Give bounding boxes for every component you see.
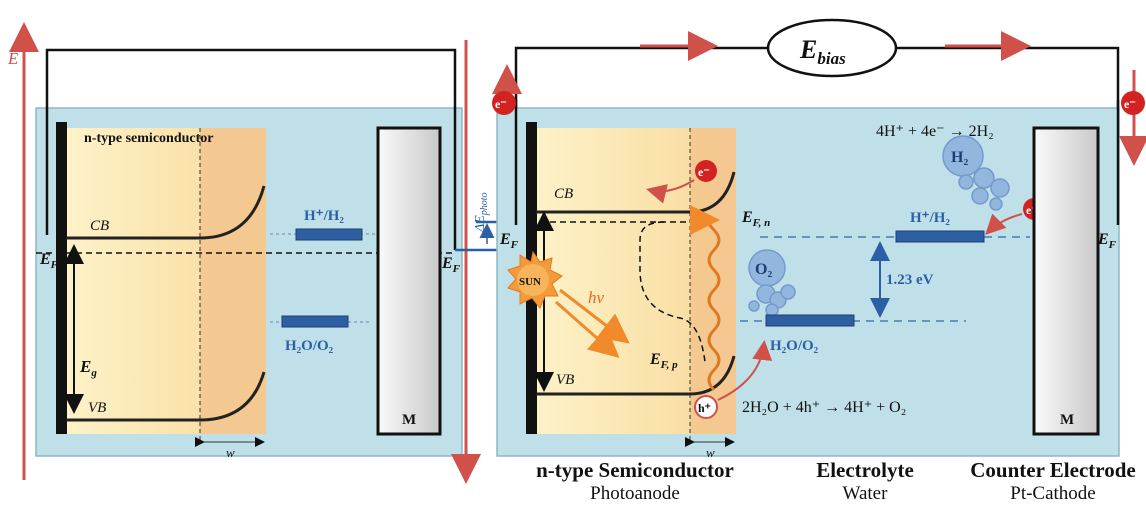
electron-cathode-wire-label: e⁻ <box>1124 97 1136 111</box>
left-w-label: w <box>226 445 235 460</box>
right-ef-cathode-label: EF <box>1097 231 1117 251</box>
right-efp-label: EF, p <box>649 351 678 371</box>
ebias-label: Ebias <box>799 35 846 68</box>
right-panel: Ebias CB VB EF EF, n EF, p w <box>492 18 1146 460</box>
o2-label: O₂ <box>755 261 772 278</box>
left-h2-level <box>295 228 363 241</box>
left-cb-line <box>66 185 266 240</box>
electron-cb-icon <box>695 160 717 182</box>
hole-vb-icon <box>694 395 718 419</box>
left-sc-label: n-type semiconductor <box>84 131 214 146</box>
h2-label: H₂ <box>951 149 968 166</box>
right-o2-level <box>765 314 855 327</box>
left-eg-label: Eg <box>79 357 97 379</box>
right-metal-label: M <box>1060 412 1074 428</box>
left-metal-label: M <box>402 412 416 428</box>
right-efn-label: EF, n <box>741 209 770 229</box>
left-metal-electrode <box>376 126 442 436</box>
left-cb-label: CB <box>90 218 109 234</box>
o2-equation: 2H₂O + 4h⁺ → 4H⁺ + O₂ <box>742 399 906 416</box>
right-h2-label: H⁺/H₂ <box>910 210 950 226</box>
left-o2-level <box>281 315 349 328</box>
energy-axis-label: E <box>7 49 19 68</box>
electron-cathode-label: e⁻ <box>1026 203 1038 217</box>
left-vb-line <box>66 371 266 422</box>
right-vb-label: VB <box>556 372 574 388</box>
right-ef-label: EF <box>499 231 519 251</box>
electron-cathode-wire-icon <box>1121 91 1145 115</box>
o2-bubbles <box>748 249 796 317</box>
left-vb-label: VB <box>88 400 106 416</box>
h2-bubbles <box>942 135 1010 211</box>
sun-label: SUN <box>519 276 541 288</box>
electron-anode-wire-icon <box>492 91 516 115</box>
right-metal-electrode <box>1032 126 1100 436</box>
excitation-wavy-arrow <box>689 205 721 392</box>
right-cb-label: CB <box>554 186 573 202</box>
left-o2-label: H₂O/O₂ <box>285 338 334 354</box>
h2-equation: 4H⁺ + 4e⁻ → 2H₂ <box>876 123 994 140</box>
caption-counter-electrode-heading: Counter Electrode <box>970 458 1136 482</box>
right-h2-level <box>895 230 985 243</box>
left-ef-metal-label: EF <box>441 255 461 275</box>
hole-vb-label: h⁺ <box>698 401 711 415</box>
gap-label: 1.23 eV <box>886 272 934 288</box>
left-depletion-region <box>200 128 266 434</box>
electron-anode-wire-label: e⁻ <box>495 97 507 111</box>
electron-cb-label: e⁻ <box>698 165 710 179</box>
left-h2-label: H⁺/H₂ <box>304 208 344 224</box>
left-ef-label: EF <box>39 251 59 271</box>
caption-electrolyte-heading: Electrolyte <box>816 458 914 482</box>
right-w-label: w <box>706 445 715 460</box>
hv-label: hν <box>588 288 605 307</box>
caption-semiconductor-sub: Photoanode <box>590 483 680 504</box>
left-panel: E n-type semiconductor CB VB EF Eg w H⁺/… <box>7 22 463 480</box>
caption-semiconductor-heading: n-type Semiconductor <box>536 458 734 482</box>
caption-electrolyte-sub: Water <box>842 483 888 504</box>
caption-counter-electrode-sub: Pt-Cathode <box>1010 483 1096 504</box>
left-circuit-wire <box>45 48 457 250</box>
delta-e-photo-label: ΔEphoto <box>473 192 490 233</box>
right-vb-line <box>536 355 736 396</box>
caption-counter-electrode: Counter Electrode Pt-Cathode <box>960 458 1146 506</box>
right-o2-label: H₂O/O₂ <box>770 338 819 354</box>
sun-icon: SUN <box>507 250 563 309</box>
caption-semiconductor: n-type Semiconductor Photoanode <box>520 458 750 506</box>
ebias-source <box>766 18 898 78</box>
left-back-contact <box>56 122 67 434</box>
caption-electrolyte: Electrolyte Water <box>790 458 940 506</box>
